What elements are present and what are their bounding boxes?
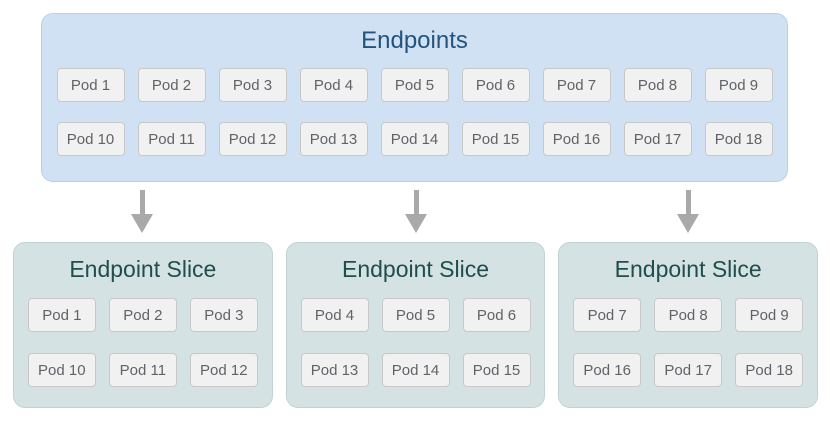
pod-chip: Pod 4 xyxy=(300,298,369,332)
down-arrow-icon xyxy=(677,190,699,234)
endpoint-slice-title: Endpoint Slice xyxy=(69,256,217,282)
down-arrow-stem xyxy=(139,190,145,214)
endpoint-slice-box-2: Endpoint Slice Pod 4 Pod 5 Pod 6 Pod 13 … xyxy=(285,242,546,408)
pod-chip: Pod 5 xyxy=(381,298,450,332)
pod-chip: Pod 15 xyxy=(462,353,531,387)
pod-chip: Pod 3 xyxy=(189,298,258,332)
pod-chip: Pod 7 xyxy=(573,298,642,332)
endpoints-title: Endpoints xyxy=(361,27,468,54)
endpoint-slice-box-3: Endpoint Slice Pod 7 Pod 8 Pod 9 Pod 16 … xyxy=(558,242,819,408)
down-arrow-stem xyxy=(413,190,419,214)
pod-chip: Pod 14 xyxy=(381,353,450,387)
slice-pod-grid: Pod 1 Pod 2 Pod 3 Pod 10 Pod 11 Pod 12 xyxy=(27,298,258,387)
endpoints-box: Endpoints Pod 1 Pod 2 Pod 3 Pod 4 Pod 5 … xyxy=(41,13,788,182)
down-arrow-head xyxy=(405,214,427,233)
pod-chip: Pod 8 xyxy=(654,298,723,332)
pod-chip: Pod 16 xyxy=(542,122,611,156)
pod-chip: Pod 6 xyxy=(462,298,531,332)
pod-chip: Pod 15 xyxy=(461,122,530,156)
pod-chip: Pod 6 xyxy=(461,68,530,102)
endpoints-pod-row-2: Pod 10 Pod 11 Pod 12 Pod 13 Pod 14 Pod 1… xyxy=(56,122,773,156)
pod-chip: Pod 1 xyxy=(27,298,96,332)
down-arrow-stem xyxy=(685,190,691,214)
down-arrow-icon xyxy=(131,190,153,234)
endpoint-slice-title: Endpoint Slice xyxy=(614,256,762,282)
pod-chip: Pod 4 xyxy=(299,68,368,102)
down-arrow-head xyxy=(131,214,153,233)
down-arrow-icon xyxy=(405,190,427,234)
pod-chip: Pod 3 xyxy=(218,68,287,102)
pod-chip: Pod 1 xyxy=(56,68,125,102)
pod-chip: Pod 14 xyxy=(380,122,449,156)
pod-chip: Pod 18 xyxy=(735,353,804,387)
endpoint-slice-title: Endpoint Slice xyxy=(341,256,490,282)
pod-chip: Pod 13 xyxy=(300,353,369,387)
endpoint-slice-box-1: Endpoint Slice Pod 1 Pod 2 Pod 3 Pod 10 … xyxy=(13,242,273,408)
pod-chip: Pod 10 xyxy=(56,122,125,156)
pod-chip: Pod 7 xyxy=(542,68,611,102)
slice-pod-grid: Pod 4 Pod 5 Pod 6 Pod 13 Pod 14 Pod 15 xyxy=(300,298,531,387)
pod-chip: Pod 10 xyxy=(27,353,96,387)
pod-chip: Pod 17 xyxy=(623,122,692,156)
slice-pod-row-2: Pod 10 Pod 11 Pod 12 xyxy=(27,353,258,387)
slice-pod-row-1: Pod 7 Pod 8 Pod 9 xyxy=(573,298,804,332)
pod-chip: Pod 2 xyxy=(108,298,177,332)
pod-chip: Pod 8 xyxy=(623,68,692,102)
slice-pod-row-1: Pod 1 Pod 2 Pod 3 xyxy=(27,298,258,332)
pod-chip: Pod 9 xyxy=(735,298,804,332)
pod-chip: Pod 11 xyxy=(108,353,177,387)
endpoints-pod-grid: Pod 1 Pod 2 Pod 3 Pod 4 Pod 5 Pod 6 Pod … xyxy=(56,68,773,156)
pod-chip: Pod 17 xyxy=(654,353,723,387)
slice-pod-row-2: Pod 13 Pod 14 Pod 15 xyxy=(300,353,531,387)
pod-chip: Pod 12 xyxy=(218,122,287,156)
slice-pod-grid: Pod 7 Pod 8 Pod 9 Pod 16 Pod 17 Pod 18 xyxy=(573,298,804,387)
slice-pod-row-2: Pod 16 Pod 17 Pod 18 xyxy=(573,353,804,387)
pod-chip: Pod 2 xyxy=(137,68,206,102)
endpoint-slices-row: Endpoint Slice Pod 1 Pod 2 Pod 3 Pod 10 … xyxy=(13,242,819,408)
pod-chip: Pod 13 xyxy=(299,122,368,156)
endpoints-pod-row-1: Pod 1 Pod 2 Pod 3 Pod 4 Pod 5 Pod 6 Pod … xyxy=(56,68,773,102)
pod-chip: Pod 18 xyxy=(704,122,773,156)
slice-pod-row-1: Pod 4 Pod 5 Pod 6 xyxy=(300,298,531,332)
pod-chip: Pod 9 xyxy=(704,68,773,102)
pod-chip: Pod 5 xyxy=(380,68,449,102)
pod-chip: Pod 11 xyxy=(137,122,206,156)
pod-chip: Pod 12 xyxy=(189,353,258,387)
down-arrow-head xyxy=(677,214,699,233)
pod-chip: Pod 16 xyxy=(573,353,642,387)
